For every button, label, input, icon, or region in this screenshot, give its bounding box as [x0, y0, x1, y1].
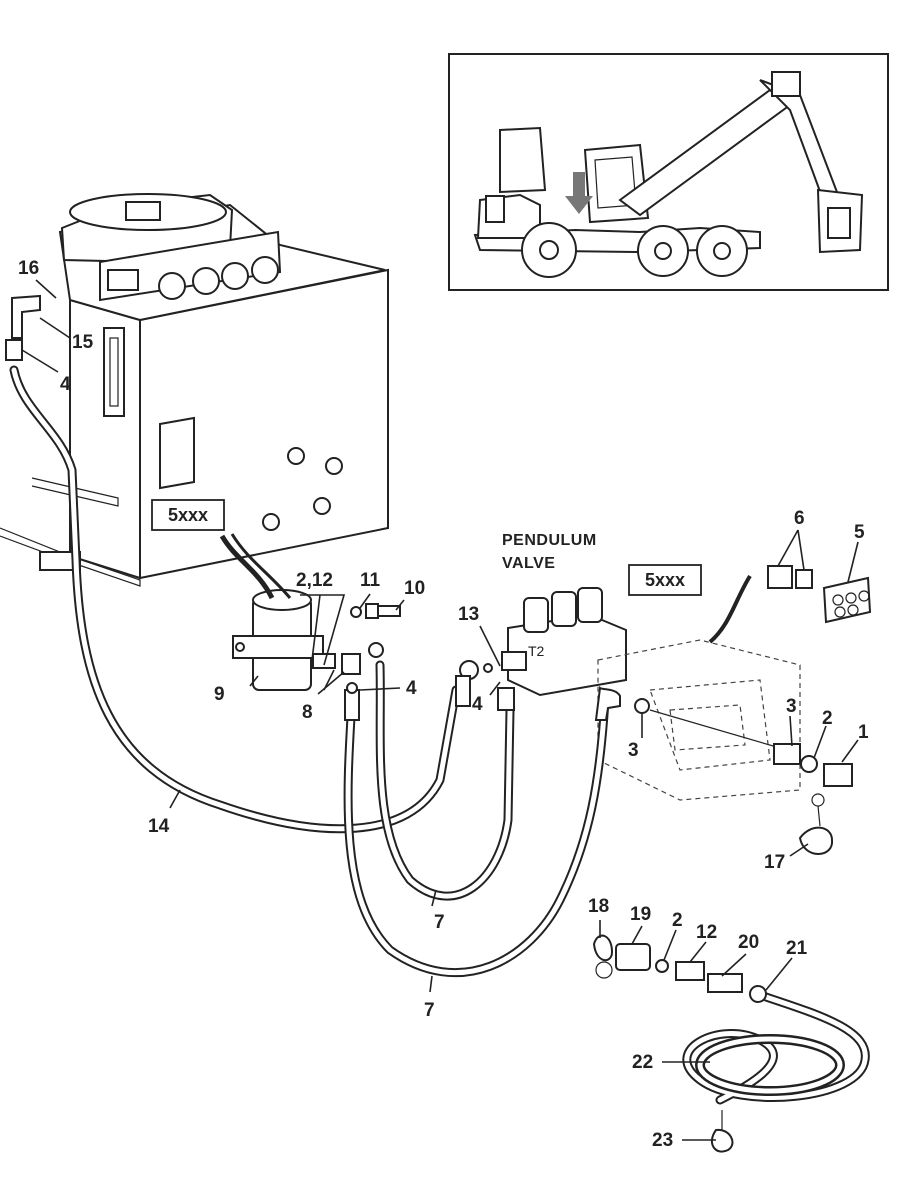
callout-4-left: 4	[60, 374, 71, 395]
callout-10: 10	[404, 578, 425, 599]
callout-4-valve: 4	[472, 694, 483, 715]
leader-lines	[21, 279, 859, 1141]
callout-7-lower: 7	[424, 1000, 435, 1021]
callout-6: 6	[794, 508, 805, 529]
callout-16: 16	[18, 258, 39, 279]
hoses	[9, 365, 870, 1105]
callout-7-upper: 7	[434, 912, 445, 933]
sensor-box-left-label: 5xxx	[168, 505, 208, 525]
callout-1: 1	[858, 722, 869, 743]
pendulum-valve-caption-line1: PENDULUM	[502, 532, 597, 549]
callout-3-left: 3	[628, 740, 639, 761]
callout-21: 21	[786, 938, 808, 959]
callout-8: 8	[302, 702, 313, 723]
callout-23: 23	[652, 1130, 673, 1151]
pendulum-valve	[501, 587, 627, 697]
sensor-box-right: 5xxx	[628, 564, 702, 596]
callout-2-12: 2,12	[296, 570, 333, 591]
callout-4-mid: 4	[406, 678, 417, 699]
sensor-box-left: 5xxx	[151, 499, 225, 531]
callout-2-right: 2	[822, 708, 833, 729]
callout-13: 13	[458, 604, 479, 625]
callout-19: 19	[630, 904, 651, 925]
hydraulic-tank	[0, 193, 389, 587]
callout-9: 9	[214, 684, 225, 705]
callout-20: 20	[738, 932, 759, 953]
fittings	[5, 294, 872, 1153]
callout-14: 14	[148, 816, 170, 837]
callout-5: 5	[854, 522, 865, 543]
callout-15: 15	[72, 332, 94, 353]
callout-11: 11	[360, 570, 381, 591]
inset-machine-view	[448, 53, 889, 291]
callout-3-right: 3	[786, 696, 797, 717]
callout-12: 12	[696, 922, 717, 943]
filter-housing	[219, 533, 324, 691]
callout-2-bottom: 2	[672, 910, 683, 931]
pendulum-valve-caption-line2: VALVE	[502, 555, 555, 572]
callout-22: 22	[632, 1052, 653, 1073]
callout-17: 17	[764, 852, 785, 873]
port-label-t2: T2	[528, 643, 545, 659]
sensor-box-right-label: 5xxx	[645, 570, 685, 590]
callout-18: 18	[588, 896, 609, 917]
callouts: 16 15 4 2,12 11 10 9 8 4 13 4 T2 14 7 7 …	[18, 258, 869, 1151]
frame-outline	[597, 639, 801, 801]
